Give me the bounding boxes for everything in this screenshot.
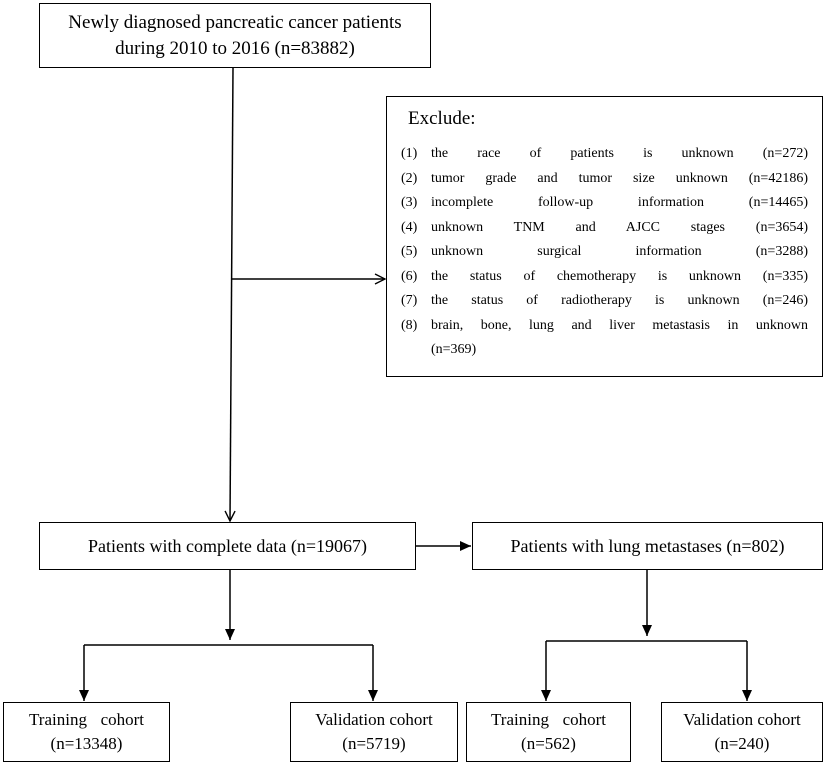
exclude-title: Exclude: (408, 108, 476, 129)
exclude-item-text: the race of patients is unknown (n=272) (431, 146, 808, 161)
exclude-item: (7) the status of radiotherapy is unknow… (401, 289, 808, 314)
exclude-item: (6) the status of chemotherapy is unknow… (401, 265, 808, 290)
exclude-item-text: brain, bone, lung and liver metastasis i… (431, 317, 808, 333)
exclude-item-text: unknown TNM and AJCC stages (n=3654) (431, 219, 808, 235)
training-cohort-count: (n=13348) (50, 734, 123, 753)
validation-cohort-label: Validation cohort (683, 710, 801, 729)
exclude-item: (5) unknown surgical information (n=3288… (401, 240, 808, 265)
exclude-item-number: (3) (401, 195, 418, 210)
exclude-item-continuation: (n=369) (431, 342, 477, 357)
training-cohort-box-1: Training cohort (n=13348) (3, 702, 170, 762)
exclude-item-number: (7) (401, 293, 418, 308)
exclude-item: (3) incomplete follow-up information (n=… (401, 191, 808, 216)
validation-cohort-box-1: Validation cohort (n=5719) (290, 702, 458, 762)
training-cohort-box-2: Training cohort (n=562) (466, 702, 631, 762)
exclude-item: (4) unknown TNM and AJCC stages (n=3654) (401, 216, 808, 241)
exclude-item: (8) brain, bone, lung and liver metastas… (401, 314, 808, 339)
exclude-item-number: (5) (401, 244, 418, 259)
arrow-top-to-complete (230, 67, 233, 521)
validation-cohort-count: (n=5719) (342, 734, 406, 753)
exclude-item-text: the status of chemotherapy is unknown (n… (431, 268, 808, 284)
cohort-word: cohort (562, 710, 606, 729)
newly-diagnosed-line-2: during 2010 to 2016 (n=83882) (115, 37, 355, 59)
exclude-item-text: incomplete follow-up information (n=1446… (431, 195, 808, 210)
validation-cohort-count: (n=240) (714, 734, 770, 753)
exclude-item-number: (8) (401, 317, 418, 333)
training-word: Training (29, 710, 87, 729)
newly-diagnosed-box: Newly diagnosed pancreatic cancer patien… (39, 3, 431, 68)
exclude-item-number: (4) (401, 219, 418, 235)
training-cohort-count: (n=562) (521, 734, 576, 753)
complete-data-box: Patients with complete data (n=19067) (39, 522, 416, 570)
lung-metastases-label: Patients with lung metastases (n=802) (510, 535, 785, 556)
exclude-item-number: (2) (401, 170, 418, 186)
training-word: Training (491, 710, 549, 729)
newly-diagnosed-line-1: Newly diagnosed pancreatic cancer patien… (68, 11, 402, 33)
training-cohort-label: Training cohort (491, 708, 606, 732)
exclude-item-number: (6) (401, 268, 418, 284)
exclude-item: (1) the race of patients is unknown (n=2… (401, 142, 808, 167)
validation-cohort-box-2: Validation cohort (n=240) (661, 702, 823, 762)
exclude-item-text: tumor grade and tumor size unknown (n=42… (431, 170, 808, 186)
complete-data-label: Patients with complete data (n=19067) (87, 535, 368, 556)
exclude-item-number: (1) (401, 146, 418, 161)
exclude-item-text: the status of radiotherapy is unknown (n… (431, 293, 808, 308)
cohort-word: cohort (100, 710, 144, 729)
training-cohort-label: Training cohort (29, 708, 144, 732)
exclude-item-text: unknown surgical information (n=3288) (431, 244, 808, 259)
lung-metastases-box: Patients with lung metastases (n=802) (472, 522, 823, 570)
exclude-box: Exclude: (1) the race of patients is unk… (386, 96, 823, 377)
validation-cohort-label: Validation cohort (315, 710, 433, 729)
exclude-item: (2) tumor grade and tumor size unknown (… (401, 167, 808, 192)
